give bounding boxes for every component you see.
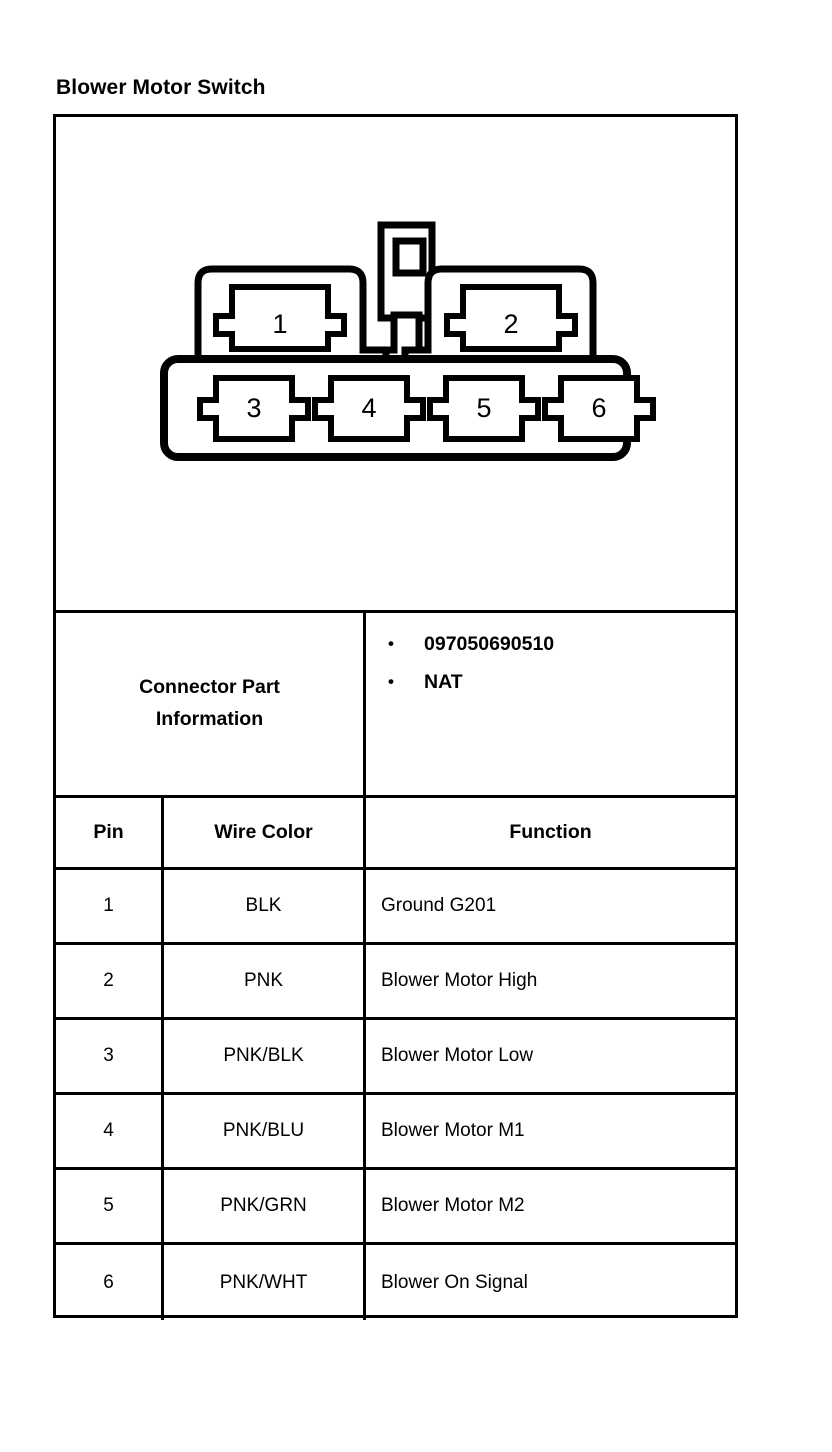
table-header-row: Pin Wire Color Function xyxy=(56,798,735,870)
connector-part-information-label-line1: Connector Part xyxy=(139,676,280,699)
cell-wire-color: PNK/BLU xyxy=(164,1095,366,1167)
part-number-value: 097050690510 xyxy=(424,633,555,655)
part-origin-value: NAT xyxy=(424,670,463,693)
bullet-icon: • xyxy=(388,634,394,653)
column-header-pin: Pin xyxy=(56,798,164,867)
cell-pin: 6 xyxy=(56,1245,164,1320)
table-row: 3 PNK/BLK Blower Motor Low xyxy=(56,1020,735,1095)
cell-function: Blower Motor M2 xyxy=(381,1195,525,1216)
part-number-item: • 097050690510 xyxy=(388,633,735,655)
cell-function: Blower Motor M1 xyxy=(381,1120,525,1141)
connector-diagram: 1 2 3 4 5 xyxy=(160,221,656,461)
connector-info-sheet: 1 2 3 4 5 xyxy=(53,114,738,1320)
page-title: Blower Motor Switch xyxy=(56,76,266,99)
column-header-wire-color: Wire Color xyxy=(164,798,366,867)
table-row: 5 PNK/GRN Blower Motor M2 xyxy=(56,1170,735,1245)
cell-wire-color: PNK/GRN xyxy=(164,1170,366,1242)
pin-cavity-2-label: 2 xyxy=(503,309,518,339)
table-row: 6 PNK/WHT Blower On Signal xyxy=(56,1245,735,1320)
latch-tab-icon xyxy=(377,221,436,322)
cell-pin: 3 xyxy=(56,1020,164,1092)
part-origin-item: • NAT xyxy=(388,670,735,693)
cell-wire-color: BLK xyxy=(164,870,366,942)
pin-cavity-1: 1 xyxy=(213,284,347,352)
cell-pin: 2 xyxy=(56,945,164,1017)
table-row: 2 PNK Blower Motor High xyxy=(56,945,735,1020)
pin-cavity-6: 6 xyxy=(542,375,656,442)
connector-part-information-label-line2: Information xyxy=(155,708,264,730)
cell-pin: 4 xyxy=(56,1095,164,1167)
column-header-function: Function xyxy=(509,821,592,843)
cell-wire-color: PNK/WHT xyxy=(164,1245,366,1320)
pin-cavity-3-label: 3 xyxy=(246,393,261,423)
connector-part-information-values: • 097050690510 • NAT xyxy=(366,613,735,795)
pin-cavity-2: 2 xyxy=(444,284,578,352)
pin-cavity-1-label: 1 xyxy=(272,309,287,339)
bullet-icon: • xyxy=(388,671,394,691)
cell-wire-color: PNK xyxy=(164,945,366,1017)
pin-cavity-6-label: 6 xyxy=(591,393,606,423)
cell-function: Ground G201 xyxy=(381,895,497,916)
cell-function: Blower Motor High xyxy=(381,970,538,991)
pin-cavity-5: 5 xyxy=(427,375,541,442)
pin-assignment-table: Pin Wire Color Function 1 BLK Ground G20… xyxy=(56,798,735,1320)
pin-cavity-5-label: 5 xyxy=(476,393,491,423)
table-row: 1 BLK Ground G201 xyxy=(56,870,735,945)
cell-wire-color: PNK/BLK xyxy=(164,1020,366,1092)
cell-pin: 5 xyxy=(56,1170,164,1242)
pin-cavity-4-label: 4 xyxy=(361,393,376,423)
connector-part-information-row: Connector Part Information • 09705069051… xyxy=(56,613,735,798)
pin-cavity-3: 3 xyxy=(197,375,311,442)
pin-cavity-4: 4 xyxy=(312,375,426,442)
connector-diagram-cell: 1 2 3 4 5 xyxy=(56,117,735,613)
table-row: 4 PNK/BLU Blower Motor M1 xyxy=(56,1095,735,1170)
cell-function: Blower On Signal xyxy=(381,1271,528,1293)
cell-function: Blower Motor Low xyxy=(381,1045,534,1066)
connector-part-information-label: Connector Part Information xyxy=(56,613,366,795)
cell-pin: 1 xyxy=(56,870,164,942)
